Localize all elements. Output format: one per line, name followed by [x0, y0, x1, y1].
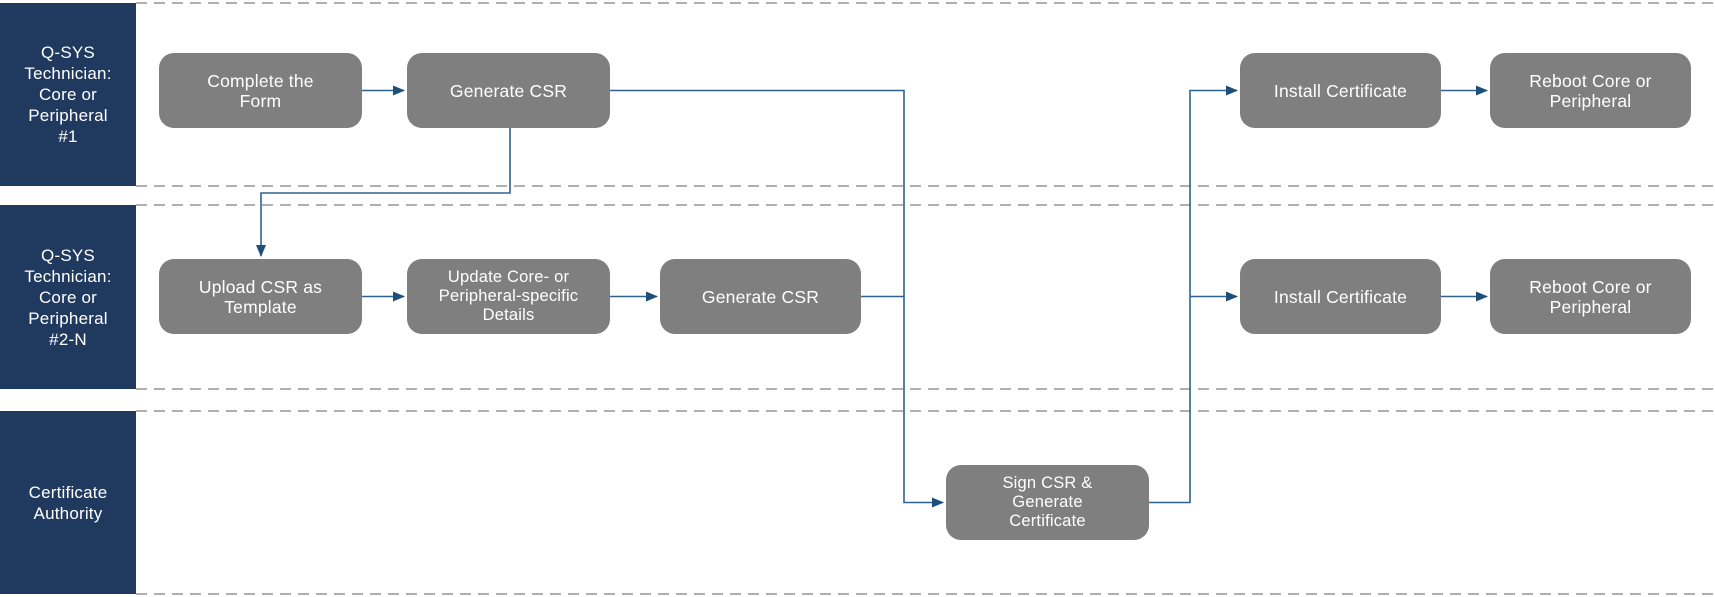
node-label-line: Install Certificate: [1273, 80, 1408, 101]
lane-label-line: Peripheral: [28, 106, 108, 125]
lane-label-line: Certificate: [28, 482, 108, 502]
edge-sign-csr-to-install-certificate-1: [1149, 85, 1238, 504]
node-reboot-core-or-peripheral-1: Reboot Core or Peripheral: [1490, 53, 1691, 128]
node-reboot-core-or-peripheral-2: Reboot Core or Peripheral: [1490, 259, 1691, 334]
node-label-line: Form: [239, 90, 282, 111]
node-label-line: Peripheral-specific: [438, 287, 579, 305]
node-generate-csr-1: Generate CSR: [407, 53, 610, 128]
node-label-line: Peripheral: [1549, 296, 1632, 317]
node-label-line: Template: [224, 296, 297, 317]
lane-label-line: Technician:: [24, 266, 112, 286]
node-complete-the-form: Complete the Form: [159, 53, 362, 128]
lane-label-line: Technician:: [24, 64, 112, 83]
lane-header-qsys-technician-2n: Q-SYS Technician: Core or Peripheral #2-…: [0, 205, 136, 389]
edge-generate-csr-1-to-upload-csr: [256, 128, 511, 257]
lane-label-line: Q-SYS: [41, 43, 95, 62]
node-label-line: Reboot Core or: [1529, 276, 1652, 297]
lane-label-line: Core or: [38, 85, 98, 104]
node-label-line: Generate: [1012, 493, 1083, 511]
lane-label-line: Authority: [33, 503, 103, 523]
node-label-line: Peripheral: [1549, 90, 1632, 111]
node-label-line: Generate CSR: [449, 80, 568, 101]
lane-label-line: #2-N: [49, 329, 87, 349]
lane-label-line: Core or: [38, 287, 98, 307]
node-install-certificate-2: Install Certificate: [1240, 259, 1441, 334]
node-label-line: Reboot Core or: [1529, 70, 1652, 91]
lane-label-line: Peripheral: [28, 308, 108, 328]
lane-label-line: Q-SYS: [41, 245, 95, 265]
node-label-line: Complete the: [207, 70, 314, 91]
node-sign-csr-generate-certificate: Sign CSR & Generate Certificate: [946, 465, 1149, 540]
lane-header-qsys-technician-1: Q-SYS Technician: Core or Peripheral #1: [0, 3, 136, 186]
lane-header-certificate-authority: Certificate Authority: [0, 411, 136, 594]
node-generate-csr-2: Generate CSR: [660, 259, 861, 334]
node-install-certificate-1: Install Certificate: [1240, 53, 1441, 128]
node-label-line: Generate CSR: [701, 286, 820, 307]
node-upload-csr-as-template: Upload CSR as Template: [159, 259, 362, 334]
node-update-core-or-peripheral-specific-details: Update Core- or Peripheral-specific Deta…: [407, 259, 610, 334]
node-label-line: Update Core- or: [447, 268, 570, 286]
node-label-line: Certificate: [1009, 512, 1086, 530]
node-label-line: Install Certificate: [1273, 286, 1408, 307]
node-label-line: Sign CSR &: [1002, 474, 1093, 492]
node-label-line: Details: [482, 306, 535, 324]
lane-label-line: #1: [58, 127, 78, 146]
node-label-line: Upload CSR as: [198, 276, 323, 297]
